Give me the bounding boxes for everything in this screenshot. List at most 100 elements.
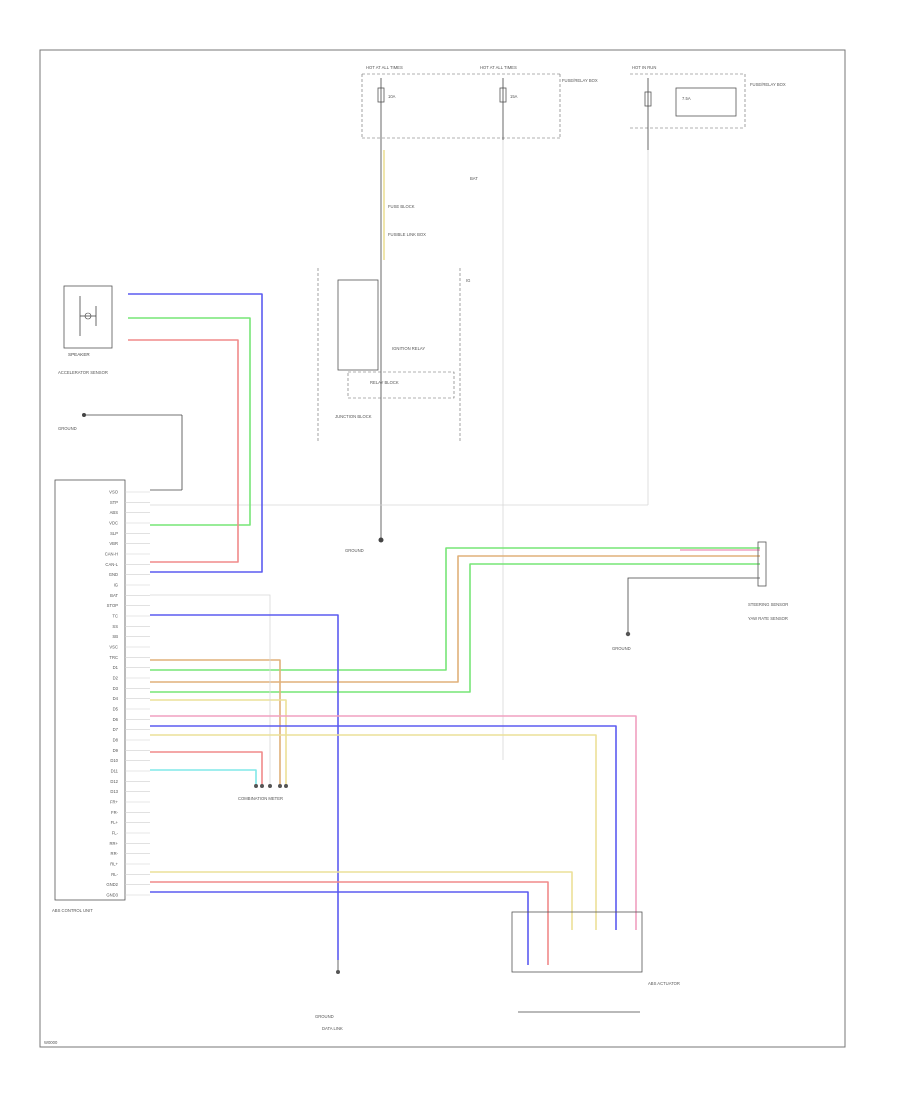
pin-label: FL+	[111, 820, 119, 825]
sub-block-label: RELAY BLOCK	[370, 380, 399, 385]
wire-can-green-1	[150, 547, 760, 671]
wire-pink-actuator	[150, 715, 637, 930]
combination-meter-connector	[254, 784, 288, 788]
pin-label: D5	[113, 707, 119, 712]
wire-red-actuator	[150, 881, 549, 965]
pin-label: FL-	[112, 831, 119, 836]
pin-label: D2	[113, 676, 119, 681]
wire-speaker-red	[128, 339, 239, 563]
ground-3-icon	[336, 960, 340, 974]
fuse-block-right: HOT IN RUN 7.5A FUSE/RELAY BOX	[630, 65, 786, 150]
wire-sensor-gnd	[627, 577, 760, 632]
fuse-value-3: 7.5A	[682, 96, 691, 101]
wire-speaker-blue	[128, 293, 263, 573]
data-link-label: DATA LINK	[322, 1026, 343, 1031]
steering-sensor-label: STEERING SENSOR	[748, 602, 788, 607]
wire-can-orange	[150, 555, 760, 683]
pin-label: IG	[114, 583, 118, 588]
wire-blue-actuator-2	[150, 891, 529, 965]
pin-label: D11	[111, 769, 119, 774]
fuse-block-2-label: HOT AT ALL TIMES	[480, 65, 517, 70]
ecm-label: FUSIBLE LINK BOX	[388, 232, 426, 237]
fuse-block-1-label: HOT AT ALL TIMES	[366, 65, 403, 70]
ground-2-icon	[625, 631, 631, 637]
pin-label: D10	[110, 758, 118, 763]
fuse-box-note: FUSE/RELAY BOX	[562, 78, 598, 83]
sensor-ground-label: GROUND	[58, 426, 77, 431]
pin-label: SLP	[110, 531, 118, 536]
pin-label: GND3	[106, 893, 118, 898]
pin-label: CAN-H	[105, 552, 118, 557]
pin-label: FR+	[110, 800, 119, 805]
pin-label: D13	[110, 789, 118, 794]
pin-label: GND2	[106, 882, 118, 887]
pin-label: CAN-L	[105, 562, 118, 567]
speaker-icon	[63, 285, 113, 349]
pin-label: FR-	[111, 810, 119, 815]
wire-blue-actuator	[150, 725, 617, 930]
pin-label: D9	[113, 748, 119, 753]
center-ground-label: GROUND	[345, 548, 364, 553]
pin-label: BAT	[110, 593, 118, 598]
pin-label: ABS	[110, 510, 119, 515]
wire-orange-junction	[150, 659, 281, 785]
ig-label: IG	[466, 278, 470, 283]
fuse-block-left: HOT AT ALL TIMES HOT AT ALL TIMES 10A 15…	[361, 65, 598, 140]
speaker-label: SPEAKER	[68, 352, 90, 357]
pin-label: D12	[110, 779, 118, 784]
figure-number: W0000	[44, 1040, 58, 1045]
bat-label: BAT	[470, 176, 478, 181]
wire-can-green-2	[150, 563, 760, 693]
combination-meter-label: COMBINATION METER	[238, 796, 283, 801]
wire-blue-ground	[150, 614, 339, 960]
pin-label: D4	[113, 696, 119, 701]
fuse-box-note-2: FUSE/RELAY BOX	[750, 82, 786, 87]
pin-label: SB	[112, 634, 118, 639]
sensor-ground-icon	[82, 413, 183, 491]
abs-actuator-connector	[511, 911, 643, 1013]
wire-yellow-actuator	[150, 734, 597, 930]
pin-label: RL+	[110, 862, 118, 867]
accel-sensor-label: ACCELERATOR SENSOR	[58, 370, 108, 375]
pin-label: SS	[112, 624, 118, 629]
wire-yellow-actuator-2	[150, 871, 573, 930]
pin-label: VSC	[109, 645, 118, 650]
diagram-frame	[39, 49, 846, 1048]
yaw-sensor-label: YAW RATE SENSOR	[748, 616, 788, 621]
pin-label: D7	[113, 727, 119, 732]
pin-label: D6	[113, 717, 119, 722]
pin-label: D8	[113, 738, 119, 743]
fuse-value-1: 10A	[388, 94, 396, 99]
wire-speaker-green	[128, 317, 251, 526]
wire-faint-junction	[150, 594, 271, 785]
pin-label: RR+	[110, 841, 119, 846]
fuse-block-3-label: HOT IN RUN	[632, 65, 656, 70]
wire-red-junction	[150, 751, 263, 785]
pin-label: TC	[112, 614, 118, 619]
pin-label: RL-	[111, 872, 118, 877]
pin-label: VDC	[109, 521, 118, 526]
ground-2-label: GROUND	[612, 646, 631, 651]
pin-label: STP	[110, 500, 118, 505]
wire-yellow-junction	[150, 699, 287, 785]
abs-control-unit-box	[54, 479, 126, 901]
fuse-value-2: 15A	[510, 94, 518, 99]
fusible-link-box-label: FUSE BLOCK	[388, 204, 415, 209]
pin-label: VSO	[109, 490, 119, 495]
abs-unit-label: ABS ACTUATOR	[648, 981, 680, 986]
junction-block: IGNITION RELAY RELAY BLOCK JUNCTION BLOC…	[317, 268, 470, 442]
junction-block-label: JUNCTION BLOCK	[335, 414, 372, 419]
pin-label: GND	[109, 572, 118, 577]
center-ground-icon	[378, 535, 384, 543]
pin-label: STOP	[107, 603, 119, 608]
ground-3-label: GROUND	[315, 1014, 334, 1019]
pin-label: TRC	[109, 655, 118, 660]
wire-cyan-junction	[150, 769, 257, 785]
relay-label: IGNITION RELAY	[392, 346, 425, 351]
control-unit-pins: VSOSTPABSVDCSLPVBRCAN-HCAN-LGNDIGBATSTOP…	[105, 490, 150, 898]
control-unit-label: ABS CONTROL UNIT	[52, 908, 93, 913]
pin-label: RR-	[111, 851, 119, 856]
steering-sensor-connector	[757, 541, 767, 587]
pin-label: D1	[113, 665, 119, 670]
